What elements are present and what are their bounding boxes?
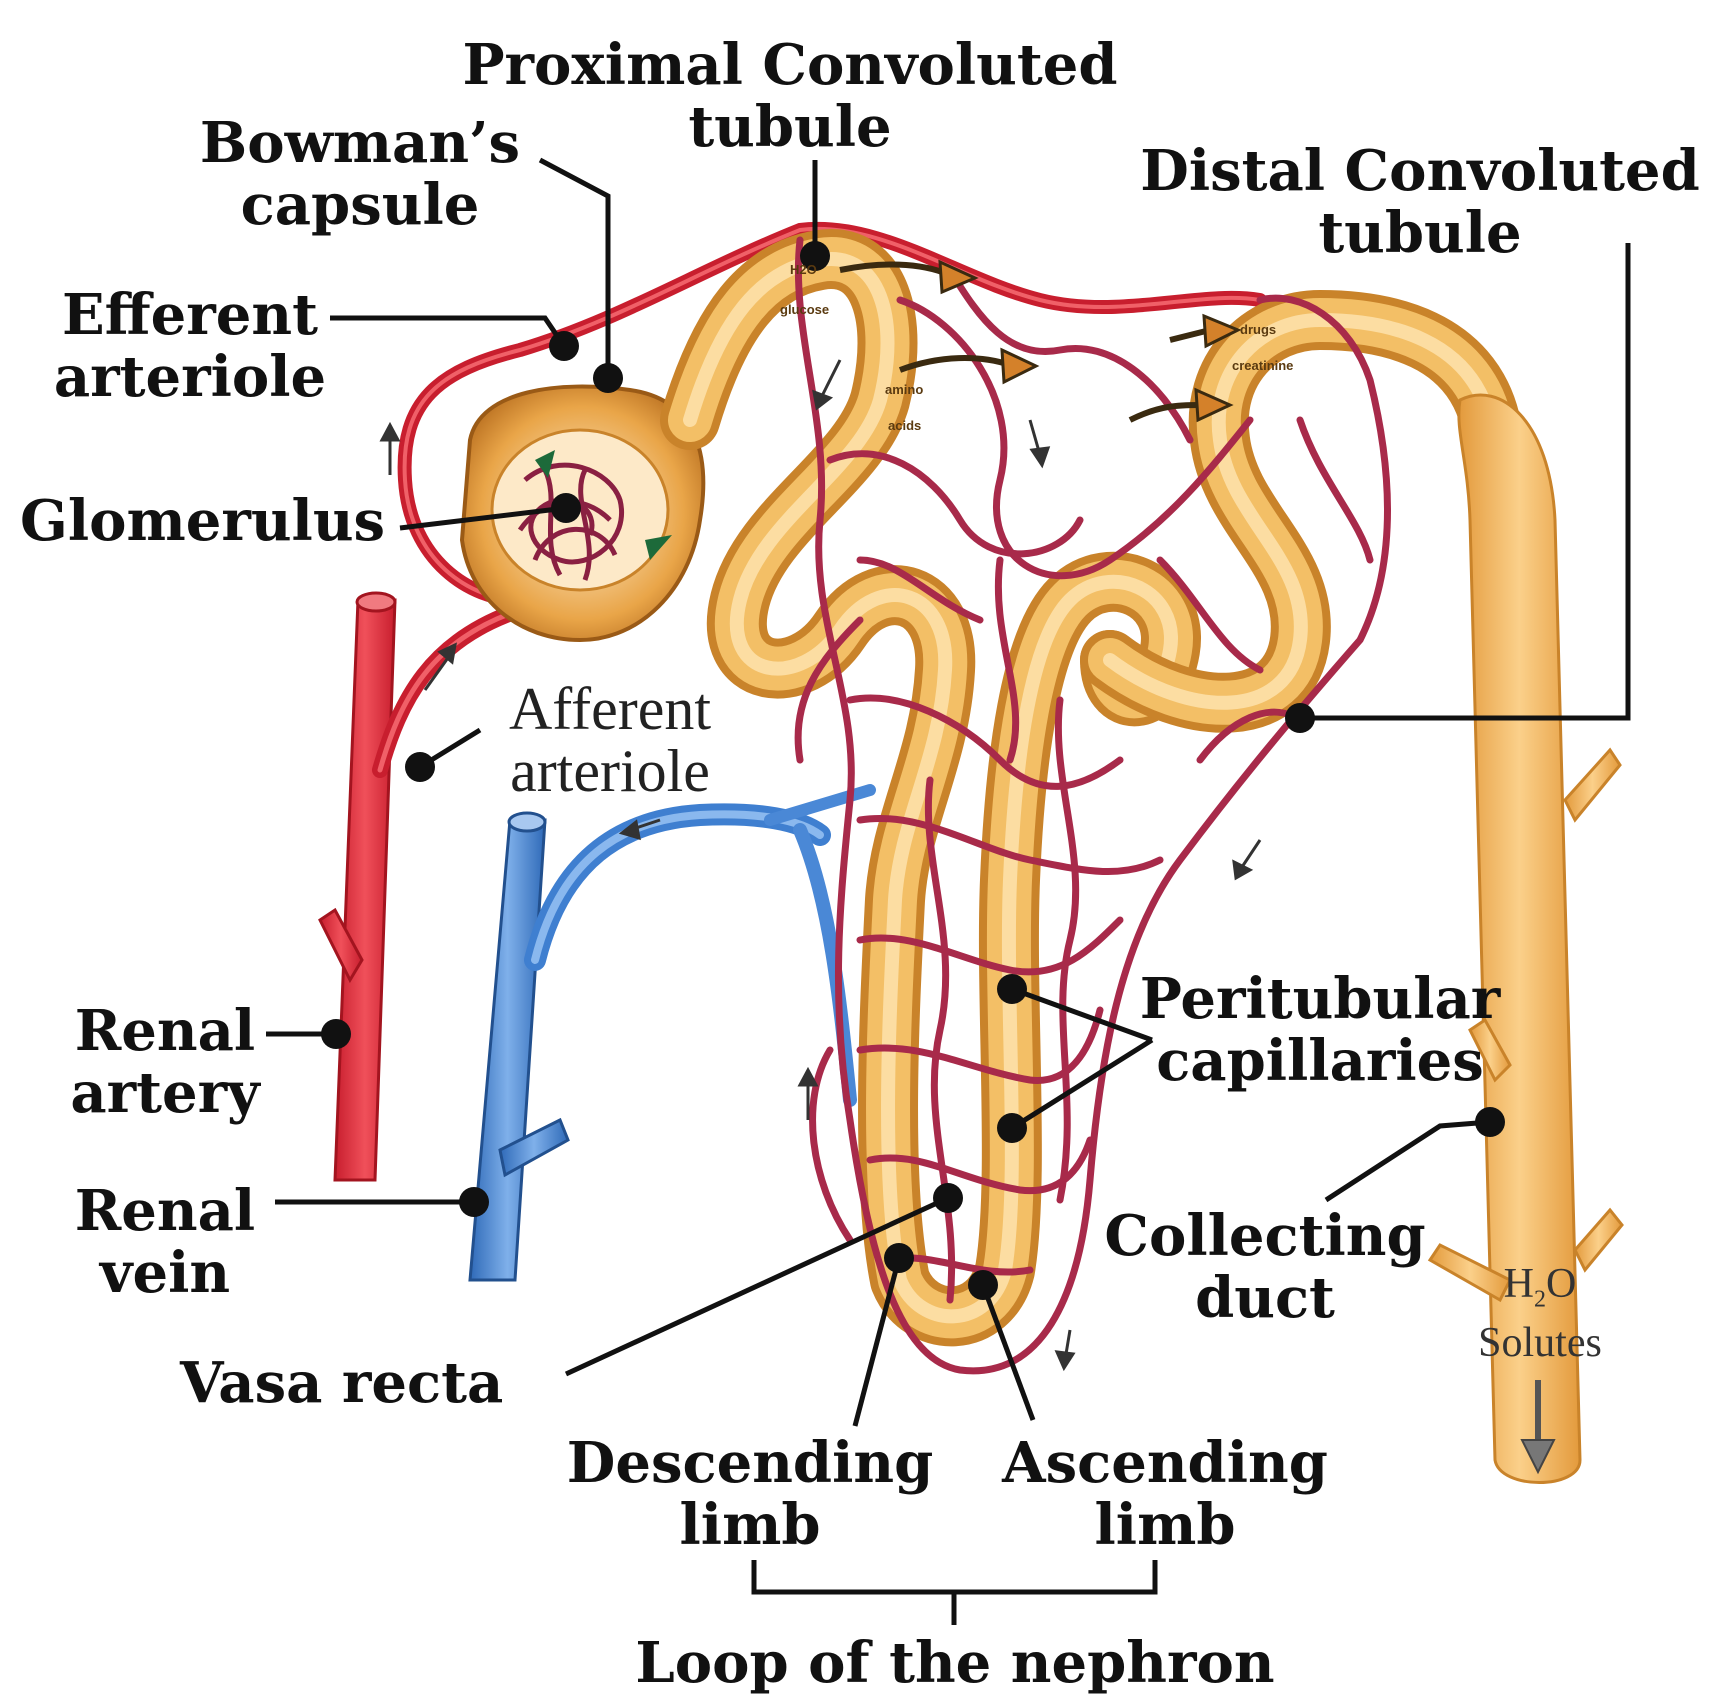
vasa-recta-vessels [535, 790, 870, 1100]
pct-annotation-water: H2O [790, 262, 817, 277]
label-vasa-recta: Vasa recta [180, 1352, 503, 1414]
pct-annotation-glucose: glucose [780, 302, 829, 317]
water-label: H2O [1440, 1262, 1640, 1321]
collecting-duct-contents: H2O Solutes [1440, 1262, 1640, 1365]
pct-annotation-amino: amino [885, 382, 923, 397]
solutes-label: Solutes [1440, 1321, 1640, 1365]
label-loop-of-the-nephron: Loop of the nephron [560, 1632, 1350, 1694]
pct-annotation-acids: acids [888, 418, 921, 433]
dct-annotation-drugs: drugs [1240, 322, 1276, 337]
renal-artery [320, 593, 395, 1180]
label-glomerulus: Glomerulus [20, 490, 385, 552]
dct-annotation-creatinine: creatinine [1232, 358, 1293, 373]
